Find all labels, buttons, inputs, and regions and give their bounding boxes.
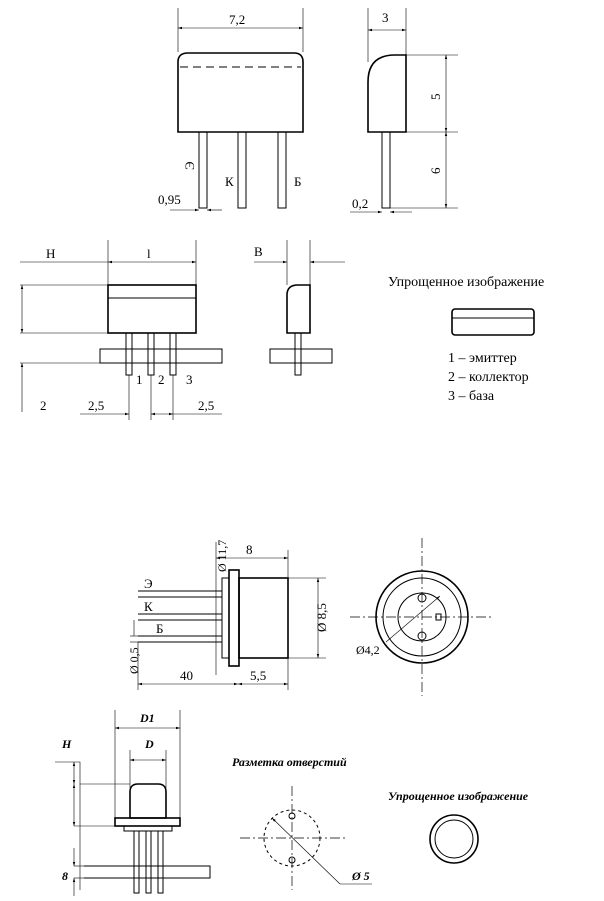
lead-collector xyxy=(237,131,247,209)
dim-lead-length: 6 xyxy=(428,167,443,174)
label-8: 8 xyxy=(62,869,68,883)
pin-1-label: 1 xyxy=(136,372,143,387)
simplified-title: Упрощенное изображение xyxy=(388,789,529,803)
bottom-lead-2 xyxy=(145,830,152,894)
simplified-inner-circle xyxy=(434,819,474,859)
label-d1: D1 xyxy=(139,711,155,725)
can-outer-circle xyxy=(375,570,469,664)
legend-title: Упрощенное изображение xyxy=(388,275,544,290)
lead-emitter xyxy=(198,131,208,209)
can-dim-pin-circle: Ø4,2 xyxy=(356,643,380,657)
lead-label-b: Б xyxy=(294,174,301,189)
dim-width-label: 7,2 xyxy=(229,12,245,27)
top-side-view: 3 5 6 0,2 xyxy=(350,8,458,214)
bottom-can-flange xyxy=(114,817,181,827)
transistor-body-front xyxy=(177,52,304,133)
pin-2-label: 2 xyxy=(158,372,165,387)
can-side-view: 8 Ø 11,7 Ø 8,5 Э К Б Ø 0,5 40 5,5 xyxy=(127,540,329,690)
legend: Упрощенное изображение 1 – эмиттер 2 – к… xyxy=(388,275,544,404)
can-dim-lead-d: Ø 0,5 xyxy=(127,647,141,674)
legend-item-1: 1 – эмиттер xyxy=(448,351,517,366)
marking-circle xyxy=(263,809,321,867)
dim-lead-thickness: 0,2 xyxy=(352,196,368,211)
simplified-image: Упрощенное изображение xyxy=(388,789,529,864)
legend-item-3: 3 – база xyxy=(448,389,495,404)
pitch-right-label: 2,5 xyxy=(198,398,214,413)
can-body xyxy=(238,577,289,659)
mount-pin-2 xyxy=(147,332,155,376)
transistor-body-side xyxy=(367,54,407,133)
simplified-outer-circle xyxy=(429,814,479,864)
legend-symbol xyxy=(451,308,535,336)
can-pin-bottom xyxy=(417,631,427,641)
pin-3-label: 3 xyxy=(186,372,193,387)
hole-marking: Разметка отверстий Ø 5 xyxy=(232,755,372,890)
bottom-lead-1 xyxy=(133,830,140,894)
top-front-view: 7,2 Э К Б 0,95 xyxy=(158,8,304,212)
can-key-tab xyxy=(435,613,442,621)
dim-body-height: 5 xyxy=(428,94,443,101)
marking-title: Разметка отверстий xyxy=(232,755,347,769)
lead-side xyxy=(381,131,391,209)
can-dim-flange: Ø 11,7 xyxy=(215,540,229,572)
dim-depth-label: 3 xyxy=(382,10,389,25)
label-d: D xyxy=(144,737,154,751)
can-flange-circle xyxy=(382,577,462,657)
bottom-lead-3 xyxy=(157,830,164,894)
marking-dim: Ø 5 xyxy=(351,869,370,883)
pitch-left-label: 2,5 xyxy=(88,398,104,413)
can-flange xyxy=(228,569,240,667)
mount-side-pin xyxy=(294,332,302,376)
mount-side-body xyxy=(286,284,311,334)
can-bottom-view: Ø4,2 xyxy=(350,538,494,696)
lead-label-k: К xyxy=(225,174,234,189)
mount-body xyxy=(107,284,197,334)
bottom-side-view: D1 D H 8 xyxy=(55,710,211,896)
mount-front-view: H l 2 1 2 3 2,5 2,5 xyxy=(20,240,223,420)
lead-label-e: Э xyxy=(182,161,197,170)
mount-dim-2: 2 xyxy=(40,398,47,413)
mount-side-view: B xyxy=(254,240,345,376)
can-dim-body-len: 8 xyxy=(246,542,253,557)
bottom-pcb xyxy=(84,865,211,879)
can-lead-label-b: Б xyxy=(156,621,163,636)
lead-base xyxy=(277,131,287,209)
can-inner-circle xyxy=(397,592,447,642)
mount-label-h: H xyxy=(46,246,55,261)
can-lead-label-e: Э xyxy=(144,576,153,591)
mount-label-l: l xyxy=(147,246,151,261)
dim-lead-width: 0,95 xyxy=(158,192,181,207)
can-dim-seat: 5,5 xyxy=(250,668,266,683)
can-lead-label-k: К xyxy=(144,599,153,614)
mount-pin-3 xyxy=(169,332,177,376)
can-pin-top xyxy=(417,593,427,603)
mount-label-b: B xyxy=(254,244,263,259)
bottom-can-cap xyxy=(129,783,167,819)
can-dim-body-d: Ø 8,5 xyxy=(314,603,329,632)
mount-pin-1 xyxy=(125,332,133,376)
legend-item-2: 2 – коллектор xyxy=(448,370,529,385)
label-h: H xyxy=(61,737,72,751)
mount-pcb xyxy=(99,348,223,364)
can-dim-lead-len: 40 xyxy=(180,668,193,683)
